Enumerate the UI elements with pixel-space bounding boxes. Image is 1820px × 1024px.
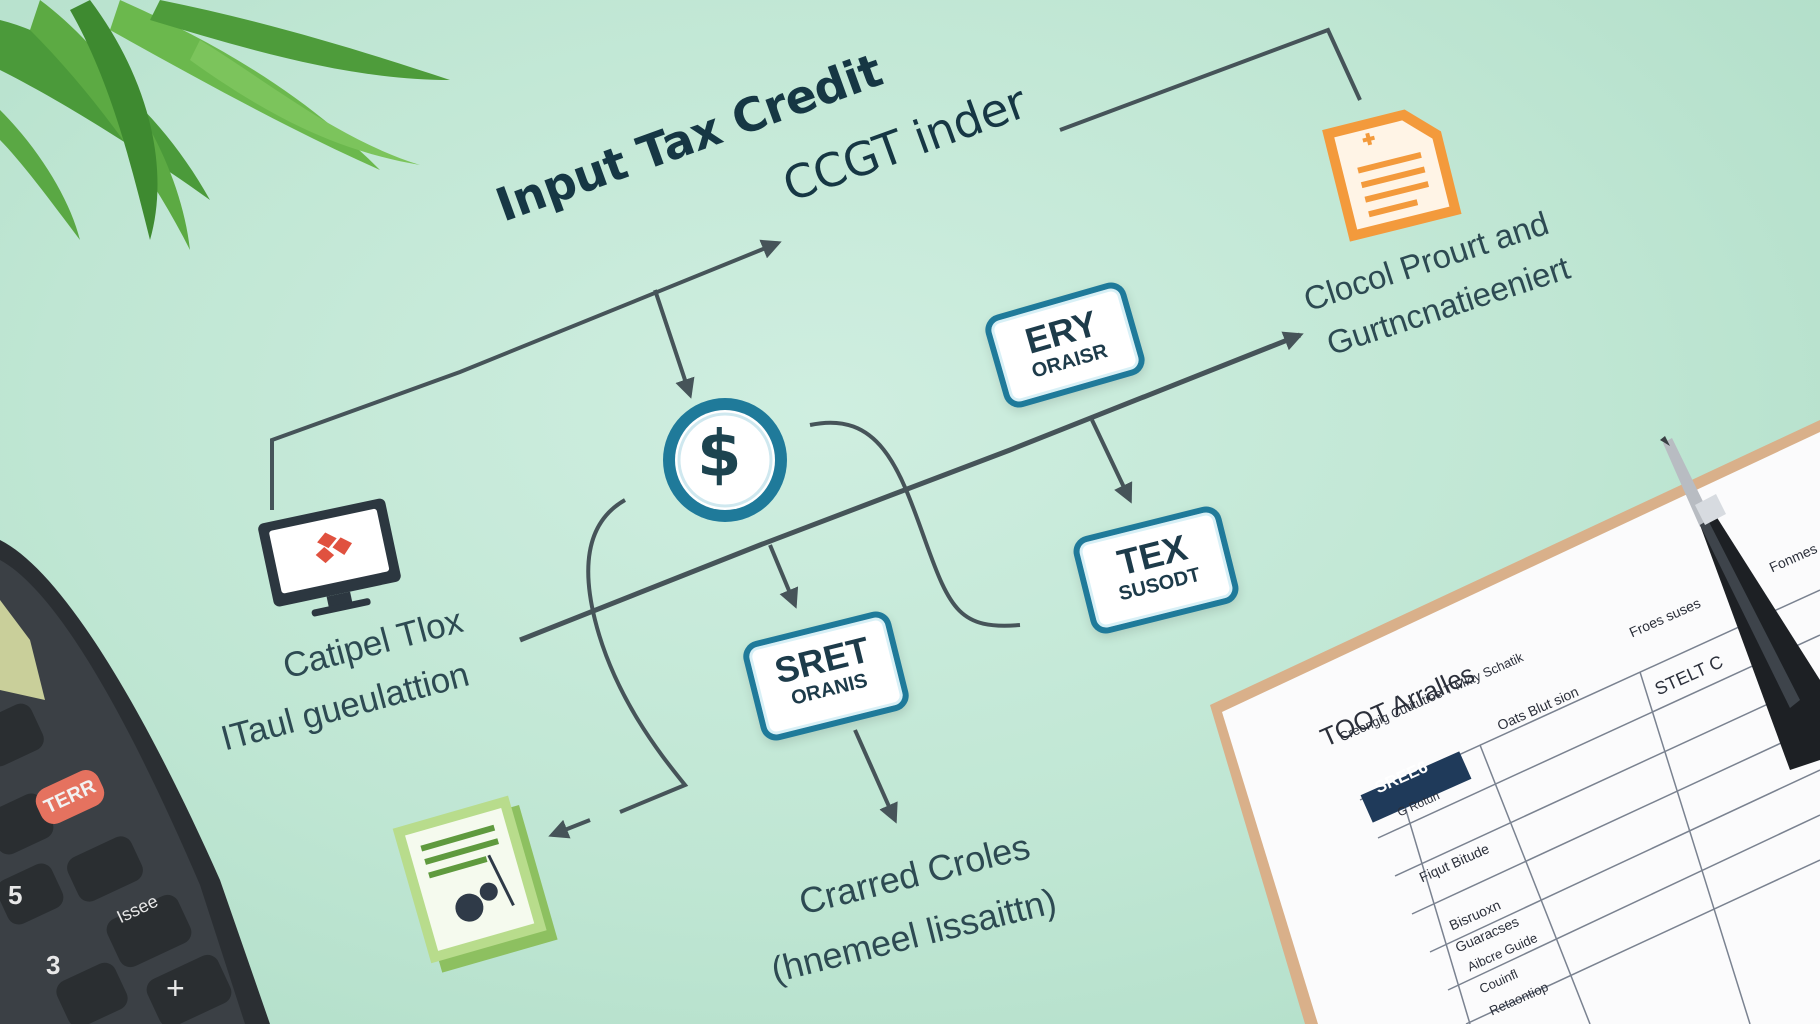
document-icon <box>1322 109 1462 242</box>
calculator-illustration <box>0 540 270 1024</box>
monitor-icon <box>258 498 401 617</box>
connectors <box>270 27 1362 839</box>
ledger-document-icon <box>392 795 558 973</box>
calculator-key-5: 5 <box>8 880 23 910</box>
coin-symbol: $ <box>697 418 742 492</box>
form-sheet <box>1210 420 1820 1024</box>
calculator-key-3: 3 <box>46 950 61 980</box>
leaf-decoration <box>0 0 450 250</box>
dollar-coin-icon <box>663 398 787 522</box>
calculator-key-plus: + <box>166 970 185 1006</box>
pen-illustration <box>1660 436 1820 770</box>
